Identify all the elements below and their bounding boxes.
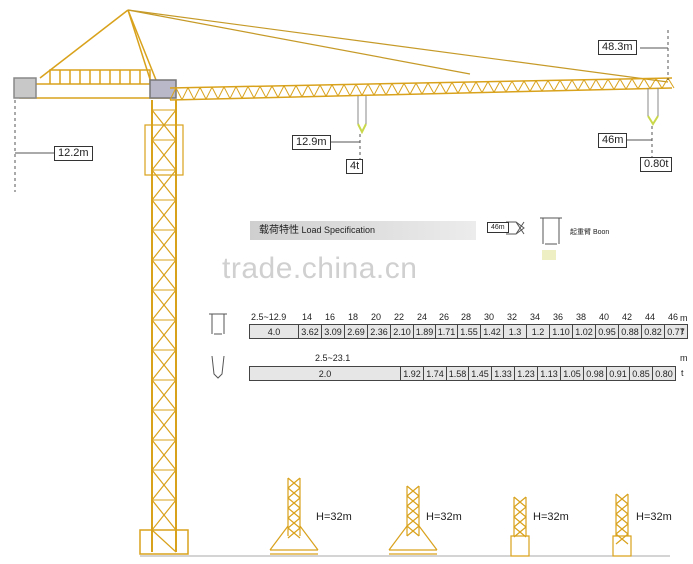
crane-apex: [39, 9, 157, 96]
legend-caption-cn: 起重臂: [570, 229, 591, 236]
table1-header-cell: 32: [507, 312, 518, 322]
counter-jib: [13, 69, 177, 99]
table2-hook-icon: [211, 355, 225, 379]
load-b-label: 0.80t: [640, 157, 673, 172]
table2-cell: 0.98: [583, 366, 607, 381]
height-label-2: H=32m: [426, 511, 462, 523]
table1-header-cell: 18: [348, 312, 359, 322]
table1-header-cell: 26: [439, 312, 450, 322]
table1-cell: 0.88: [618, 324, 642, 339]
table1-header-cell: 30: [484, 312, 495, 322]
mast-variant-base-2: [388, 525, 438, 555]
watermark: trade.china.cn: [222, 252, 418, 285]
table1-cell: 3.09: [321, 324, 345, 339]
radius-a-label: 12.9m: [292, 135, 331, 150]
mast-variant-4: [615, 493, 629, 545]
height-label-3: H=32m: [533, 511, 569, 523]
table1-header-cell: 2.5~12.9: [251, 312, 287, 322]
table1-cell: 1.2: [526, 324, 550, 339]
dimension-lines: [14, 30, 669, 192]
table1-cell: 1.89: [413, 324, 436, 339]
table2-header: 2.5~23.1: [315, 353, 351, 363]
table1-cell: 3.62: [298, 324, 322, 339]
table1-header-cell: 46: [668, 312, 679, 322]
table1-cell: 2.36: [367, 324, 391, 339]
table1-header-cell: 36: [553, 312, 564, 322]
table2-cell: 1.74: [423, 366, 447, 381]
table2-cell: 1.13: [537, 366, 561, 381]
table1-cell: 1.71: [435, 324, 458, 339]
spec-title-en: Load Specification: [301, 225, 376, 235]
mast-variant-3: [513, 496, 527, 538]
hook-trolley-far: [647, 88, 659, 126]
counter-jib-label: 12.2m: [54, 146, 93, 161]
table1-cell: 0.82: [641, 324, 665, 339]
height-label-1: H=32m: [316, 511, 352, 523]
table1-cell: 4.0: [249, 324, 299, 339]
table1-header-cell: 22: [394, 312, 405, 322]
table1-header-cell: 28: [461, 312, 472, 322]
radius-b-label: 46m: [598, 133, 628, 148]
legend-caption: 起重臂 Boon: [570, 226, 609, 239]
table1-cell: 1.10: [549, 324, 573, 339]
table1-header-cell: 20: [371, 312, 382, 322]
spec-title-cn: 载荷特性: [259, 225, 299, 236]
table1-unit-t: t: [681, 326, 684, 336]
table1-header-cell: 40: [599, 312, 610, 322]
table1-cell: 1.55: [457, 324, 481, 339]
legend-jib-icon: [506, 221, 525, 235]
hook-trolley-near: [357, 96, 367, 135]
table2-cell-first: 2.0: [249, 366, 401, 381]
table1-cell: 0.77: [664, 324, 688, 339]
jib: [169, 77, 675, 101]
table2-cell: 1.92: [400, 366, 424, 381]
mast-variant-2: [406, 485, 420, 537]
legend-caption-en: Boon: [592, 229, 610, 236]
legend-length: 46m: [487, 222, 509, 233]
table2-cell: 0.91: [606, 366, 630, 381]
table1-unit-m: m: [680, 313, 688, 323]
table1-cell: 1.02: [572, 324, 596, 339]
table1-cell: 1.3: [503, 324, 527, 339]
table1-header-cell: 34: [530, 312, 541, 322]
mast-variant-base-4: [612, 535, 632, 557]
table2-unit-m: m: [680, 353, 688, 363]
table1-header-cell: 24: [417, 312, 428, 322]
load-spec-band: 载荷特性 Load Specification: [250, 221, 476, 240]
height-label-4: H=32m: [636, 511, 672, 523]
table1-header-cell: 14: [302, 312, 313, 322]
legend-hook-icon: [540, 217, 562, 260]
table2-cell: 1.58: [446, 366, 469, 381]
mast-variant-1: [287, 477, 301, 539]
table2-cell: 0.80: [652, 366, 676, 381]
table2-unit-t: t: [681, 368, 684, 378]
table1-header-cell: 38: [576, 312, 587, 322]
table2-cell: 1.05: [560, 366, 584, 381]
table1-cell: 1.42: [480, 324, 504, 339]
jib-height-label: 48.3m: [598, 40, 637, 55]
tower-mast: [139, 100, 189, 555]
table1-cell: 2.69: [344, 324, 368, 339]
mast-variants: [269, 477, 632, 557]
load-a-label: 4t: [346, 159, 364, 174]
table1-cell: 2.10: [390, 324, 414, 339]
table1-header-cell: 42: [622, 312, 633, 322]
mast-variant-base-1: [269, 525, 319, 555]
table1-header-cell: 16: [325, 312, 336, 322]
pendant-lines: [127, 9, 669, 83]
table2-cell: 1.23: [514, 366, 538, 381]
table1-cell: 0.95: [595, 324, 619, 339]
table1-hook-icon: [209, 313, 227, 335]
table2-cell: 1.33: [491, 366, 515, 381]
table2-cell: 1.45: [468, 366, 492, 381]
table2-cell: 0.85: [629, 366, 653, 381]
mast-variant-base-3: [510, 535, 530, 557]
table1-header-cell: 44: [645, 312, 656, 322]
